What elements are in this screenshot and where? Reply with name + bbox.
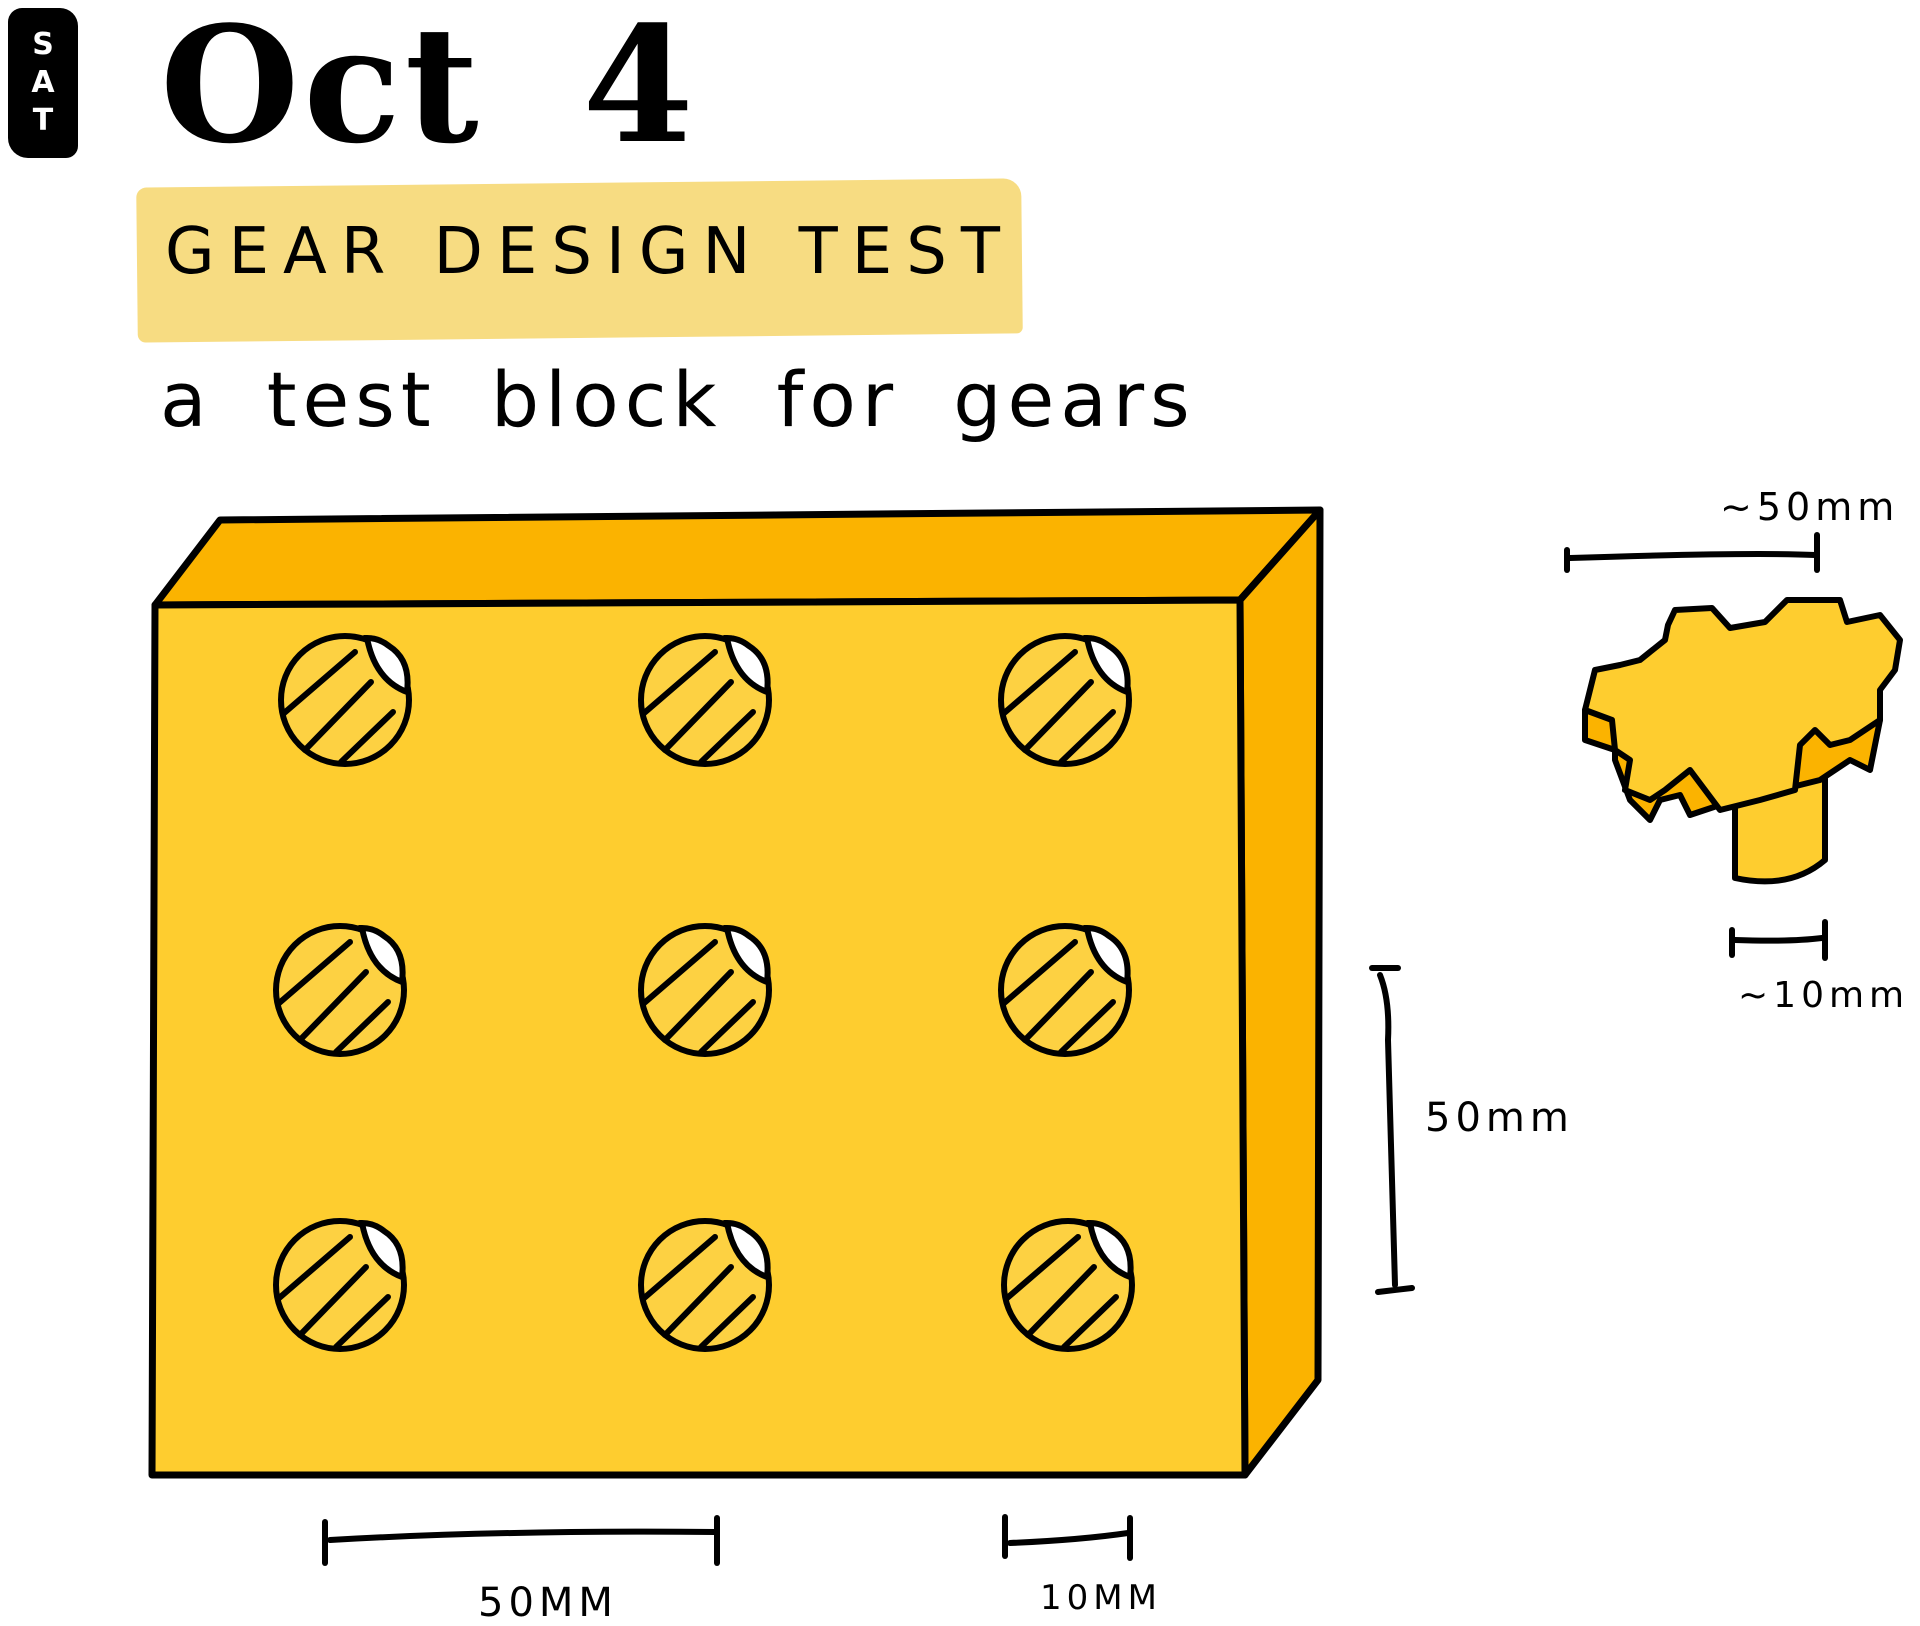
block-top-face <box>151 506 1324 609</box>
dimension-gear-shaft <box>1729 919 1828 961</box>
day-letter: A <box>31 65 55 100</box>
dimension-hole-spacing <box>322 1515 720 1566</box>
dimension-hole-diameter <box>1002 1514 1133 1561</box>
page-subtitle: a test block for gears <box>160 355 1196 444</box>
label-hole-diameter: 10MM <box>1040 1578 1162 1618</box>
date-month: Oct <box>160 0 483 179</box>
hole <box>641 636 769 764</box>
hole <box>281 636 409 764</box>
date-title: Oct 4 <box>160 0 698 170</box>
label-row-spacing: 50mm <box>1425 1095 1574 1141</box>
label-gear-width: ~50mm <box>1720 485 1900 529</box>
hole <box>1004 1221 1132 1349</box>
hole <box>641 926 769 1054</box>
dimension-row-spacing <box>1369 965 1415 1295</box>
page-title: GEAR DESIGN TEST <box>165 215 1014 289</box>
label-hole-spacing: 50MM <box>478 1580 618 1626</box>
day-badge: S A T <box>8 8 78 158</box>
day-letter: S <box>32 27 54 62</box>
block-side-face <box>1236 506 1324 1479</box>
label-gear-shaft: ~10mm <box>1738 975 1910 1016</box>
hole <box>1001 926 1129 1054</box>
day-letter: T <box>32 103 54 138</box>
hole <box>1001 636 1129 764</box>
gear <box>1582 597 1903 885</box>
gear-top <box>1582 597 1903 813</box>
dimension-gear-width <box>1564 532 1820 573</box>
date-day: 4 <box>582 0 698 179</box>
hole <box>276 1221 404 1349</box>
hole <box>641 1221 769 1349</box>
hole <box>276 926 404 1054</box>
